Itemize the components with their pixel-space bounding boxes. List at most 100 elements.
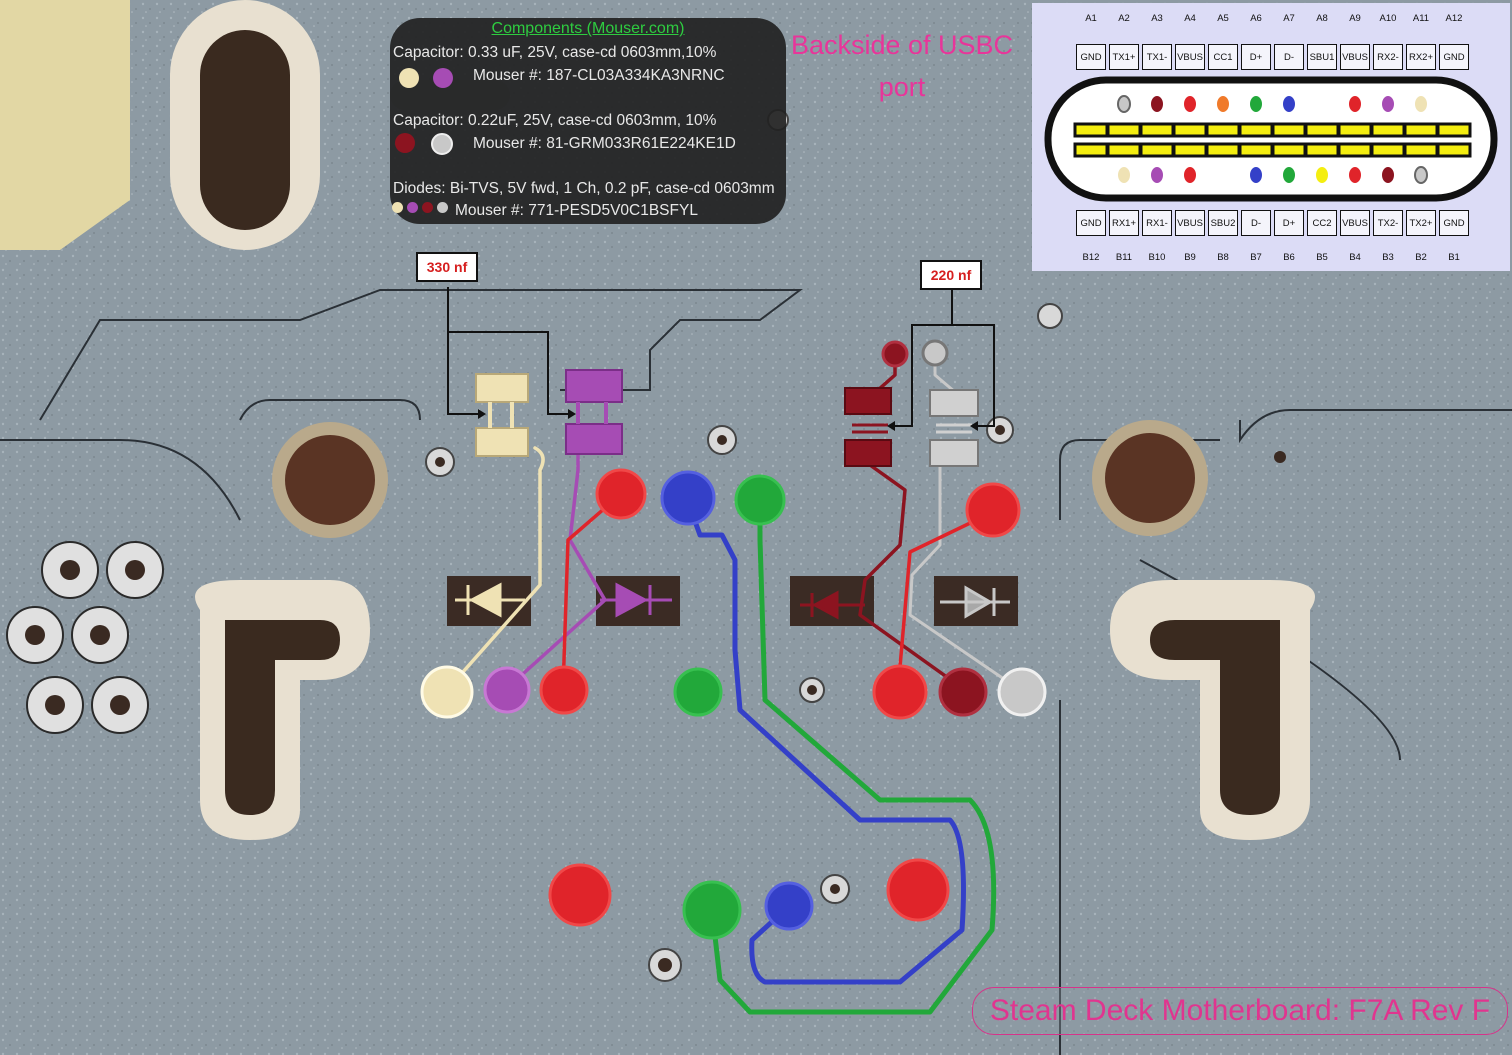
top_row_pins-9: RX2-	[1373, 44, 1403, 70]
top_row_ids-6: A7	[1283, 13, 1295, 24]
bottom_row_pins-4: SBU2	[1208, 210, 1238, 236]
bottom_row_pins-9: TX2-	[1373, 210, 1403, 236]
top_row_pins-10: RX2+	[1406, 44, 1436, 70]
pin-contact-5-1	[1238, 142, 1274, 158]
pin-contact-6-1	[1271, 142, 1307, 158]
pin-contact-5-0	[1238, 122, 1274, 138]
diodes-spec: Diodes: Bi-TVS, 5V fwd, 1 Ch, 0.2 pF, ca…	[393, 180, 775, 197]
top-pin-dot-1	[1117, 95, 1131, 113]
top_row_pins-1: TX1+	[1109, 44, 1139, 70]
bottom_row_ids-9: B3	[1382, 252, 1394, 263]
pin-contact-4-1	[1205, 142, 1241, 158]
bottom_row_ids-5: B7	[1250, 252, 1262, 263]
bottom_row_ids-2: B10	[1148, 252, 1166, 263]
bottom_row_pins-0: GND	[1076, 210, 1106, 236]
cream-dot-small-icon	[392, 202, 403, 213]
bottom_row_pins-8: VBUS	[1340, 210, 1370, 236]
usbc-connector-icon	[1044, 76, 1498, 202]
bottom-pin-dot-7	[1316, 167, 1328, 183]
cap-330-pad	[475, 373, 529, 403]
left-cap-label: 330 nf	[416, 252, 478, 282]
pin-contact-11-1	[1436, 142, 1472, 158]
backside-heading: Backside of USBC port	[782, 24, 1022, 108]
purple-dot-small-icon	[407, 202, 418, 213]
top-pin-dot-9	[1382, 96, 1394, 112]
components-legend: Components (Mouser.com) Capacitor: 0.33 …	[390, 18, 786, 224]
components-title[interactable]: Components (Mouser.com)	[491, 20, 685, 37]
heading-line-2: port	[878, 72, 926, 102]
cream-dot-icon	[399, 68, 419, 88]
bottom_row_ids-8: B4	[1349, 252, 1361, 263]
top_row_ids-0: A1	[1085, 13, 1097, 24]
pin-contact-0-0	[1073, 122, 1109, 138]
diodes-mouser: Mouser #: 771-PESD5V0C1BSFYL	[455, 202, 698, 219]
bottom-pin-dot-5	[1250, 167, 1262, 183]
bottom_row_ids-3: B9	[1184, 252, 1196, 263]
top_row_ids-8: A9	[1349, 13, 1361, 24]
top_row_pins-8: VBUS	[1340, 44, 1370, 70]
pin-contact-6-0	[1271, 122, 1307, 138]
pin-contact-3-0	[1172, 122, 1208, 138]
top-pin-dot-10	[1415, 96, 1427, 112]
darkred-dot-icon	[395, 133, 415, 153]
top-pin-dot-3	[1184, 96, 1196, 112]
top_row_pins-3: VBUS	[1175, 44, 1205, 70]
top_row_ids-9: A10	[1379, 13, 1397, 24]
bottom_row_ids-6: B6	[1283, 252, 1295, 263]
right-cap-label: 220 nf	[920, 260, 982, 290]
pin-contact-0-1	[1073, 142, 1109, 158]
top_row_pins-5: D+	[1241, 44, 1271, 70]
bottom_row_pins-3: VBUS	[1175, 210, 1205, 236]
pin-contact-9-0	[1370, 122, 1406, 138]
pin-contact-2-1	[1139, 142, 1175, 158]
pin-contact-10-0	[1403, 122, 1439, 138]
pin-contact-9-1	[1370, 142, 1406, 158]
top_row_pins-2: TX1-	[1142, 44, 1172, 70]
pin-contact-7-0	[1304, 122, 1340, 138]
capacitor-2-mouser: Mouser #: 81-GRM033R61E224KE1D	[473, 135, 736, 152]
bottom-pin-dot-8	[1349, 167, 1361, 183]
bottom_row_pins-11: GND	[1439, 210, 1469, 236]
gray-dot-small-icon	[437, 202, 448, 213]
top_row_ids-4: A5	[1217, 13, 1229, 24]
capacitor-1-spec: Capacitor: 0.33 uF, 25V, case-cd 0603mm,…	[393, 44, 717, 61]
top_row_ids-11: A12	[1445, 13, 1463, 24]
pin-contact-8-1	[1337, 142, 1373, 158]
top_row_ids-2: A3	[1151, 13, 1163, 24]
bottom_row_ids-1: B11	[1115, 252, 1133, 263]
pin-contact-10-1	[1403, 142, 1439, 158]
top-pin-dot-8	[1349, 96, 1361, 112]
bottom-pin-dot-3	[1184, 167, 1196, 183]
bottom-pin-dot-6	[1283, 167, 1295, 183]
pin-contact-7-1	[1304, 142, 1340, 158]
bottom_row_pins-2: RX1-	[1142, 210, 1172, 236]
bottom_row_pins-5: D-	[1241, 210, 1271, 236]
bottom_row_pins-1: RX1+	[1109, 210, 1139, 236]
gray-dot-icon	[431, 133, 453, 155]
heading-line-1: Backside of USBC	[790, 30, 1014, 60]
top_row_ids-3: A4	[1184, 13, 1196, 24]
bottom_row_ids-0: B12	[1082, 252, 1100, 263]
board-title: Steam Deck Motherboard: F7A Rev F	[972, 987, 1508, 1035]
bottom_row_ids-10: B2	[1415, 252, 1427, 263]
top_row_pins-4: CC1	[1208, 44, 1238, 70]
bottom_row_pins-7: CC2	[1307, 210, 1337, 236]
top_row_pins-11: GND	[1439, 44, 1469, 70]
pin-contact-8-0	[1337, 122, 1373, 138]
top_row_ids-7: A8	[1316, 13, 1328, 24]
top-pin-dot-4	[1217, 96, 1229, 112]
top-pin-dot-5	[1250, 96, 1262, 112]
pin-contact-3-1	[1172, 142, 1208, 158]
top-pin-dot-6	[1283, 96, 1295, 112]
capacitor-1-mouser: Mouser #: 187-CL03A334KA3NRNC	[473, 67, 725, 84]
capacitor-2-spec: Capacitor: 0.22uF, 25V, case-cd 0603mm, …	[393, 112, 717, 129]
bottom-pin-dot-2	[1151, 167, 1163, 183]
top-pin-dot-2	[1151, 96, 1163, 112]
top_row_pins-0: GND	[1076, 44, 1106, 70]
bottom_row_pins-10: TX2+	[1406, 210, 1436, 236]
darkred-dot-small-icon	[422, 202, 433, 213]
bottom_row_ids-11: B1	[1448, 252, 1460, 263]
pin-contact-2-0	[1139, 122, 1175, 138]
pin-contact-11-0	[1436, 122, 1472, 138]
